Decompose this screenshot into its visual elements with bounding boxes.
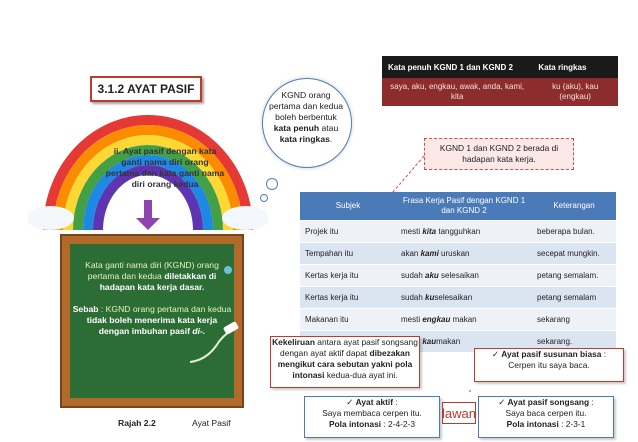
col-subjek: Subjek: [300, 192, 396, 221]
cell-subjek: Projek itu: [300, 220, 396, 243]
figure-caption: Ayat Pasif: [192, 418, 231, 428]
lawan-label: lawan: [442, 402, 476, 424]
cell-frasa: mesti kaumakan: [396, 330, 532, 352]
cell-frasa: sudah aku selesaikan: [396, 264, 532, 287]
cell-keterangan: sekarang: [532, 308, 616, 331]
cell-frasa: sudah kuselesaikan: [396, 286, 532, 309]
chalkboard: [60, 234, 244, 408]
cell-subjek: Makanan itu: [300, 308, 396, 331]
cell-keterangan: sekarang.: [532, 330, 616, 352]
cell-frasa: mesti kita tangguhkan: [396, 220, 532, 243]
rainbow-note: ii. Ayat pasif dengan kata ganti nama di…: [105, 146, 225, 189]
confusion-note: Kekeliruan antara ayat pasif songsang de…: [270, 336, 420, 388]
board-text: Kata ganti nama diri (KGND) orang pertam…: [72, 260, 232, 336]
cell-subjek: Tempahan itu: [300, 242, 396, 265]
cell-keterangan: beberapa bulan.: [532, 220, 616, 243]
pin-icon: [224, 266, 232, 274]
cell-keterangan: secepat mungkin.: [532, 242, 616, 265]
table-row: Projek itu mesti kita tangguhkan beberap…: [300, 220, 616, 243]
cell-keterangan: petang semalam.: [532, 264, 616, 287]
chalk-icon: [189, 322, 239, 363]
check-icon: ✓: [498, 397, 506, 407]
pasif-biasa-box: ✓ Ayat pasif susunan biasa : Cerpen itu …: [474, 348, 624, 382]
rainbow-illustration: [28, 115, 268, 230]
kgnd-form-table: Kata penuh KGND 1 dan KGND 2 Kata ringka…: [382, 56, 618, 106]
table-row: Makanan itu mesti engkau makan sekarang: [300, 308, 616, 331]
kgnd-full-values: saya, aku, engkau, awak, anda, kami, kit…: [382, 78, 533, 106]
pasif-example-table: Subjek Frasa Kerja Pasif dengan KGND 1 d…: [300, 192, 616, 352]
kgnd-header-short: Kata ringkas: [532, 56, 618, 78]
col-frasa: Frasa Kerja Pasif dengan KGND 1 dan KGND…: [396, 192, 532, 221]
table-row: Tempahan itu akan kami uruskan secepat m…: [300, 242, 616, 265]
kgnd-short-values: ku (aku), kau (engkau): [532, 78, 618, 106]
position-note: KGND 1 dan KGND 2 berada di hadapan kata…: [424, 138, 574, 170]
cloud-bubble-large: [266, 178, 278, 190]
col-keterangan: Keterangan: [532, 192, 616, 221]
cell-keterangan: petang semalam: [532, 286, 616, 309]
check-icon: ✓: [346, 397, 354, 407]
kgnd-header-full: Kata penuh KGND 1 dan KGND 2: [382, 56, 533, 78]
cell-frasa: mesti engkau makan: [396, 308, 532, 331]
cloud-text: KGND orang pertama dan kedua boleh berbe…: [268, 90, 344, 144]
cell-frasa: akan kami uruskan: [396, 242, 532, 265]
thought-cloud: [262, 78, 352, 168]
table-row: Kertas kerja itu sudah aku selesaikan pe…: [300, 264, 616, 287]
check-icon: ✓: [491, 349, 499, 359]
table-row: Kertas kerja itu sudah kuselesaikan peta…: [300, 286, 616, 309]
cell-subjek: Kertas kerja itu: [300, 264, 396, 287]
ayat-aktif-box: ✓ Ayat aktif : Saya membaca cerpen itu. …: [304, 396, 440, 438]
cloud-bubble-small: [260, 194, 268, 202]
ayat-songsang-box: ✓ Ayat pasif songsang : Saya baca cerpen…: [478, 396, 614, 438]
section-title: 3.1.2 AYAT PASIF: [90, 76, 202, 102]
cell-subjek: Kertas kerja itu: [300, 286, 396, 309]
figure-label: Rajah 2.2: [118, 418, 156, 428]
